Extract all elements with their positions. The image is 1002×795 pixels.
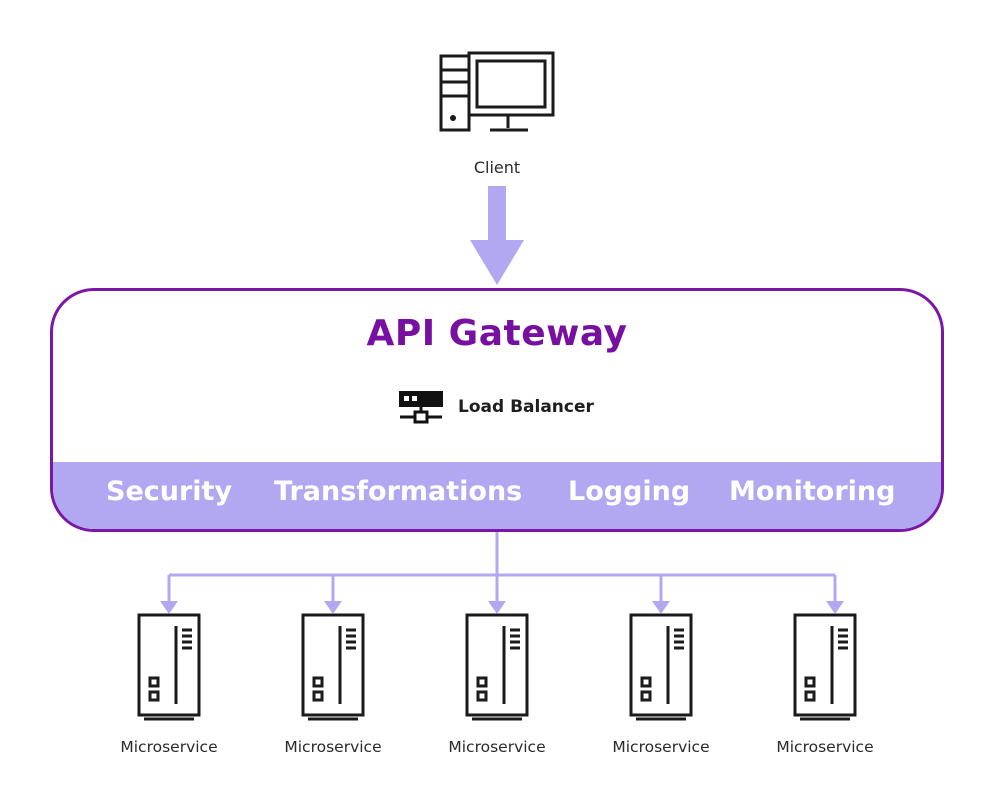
microservice-label: Microservice [120,738,218,756]
desktop-computer-icon [439,51,555,132]
microservice-label: Microservice [448,738,546,756]
microservice-label: Microservice [284,738,382,756]
gateway-features-bar: Security Transformations Logging Monitor… [53,462,941,529]
server-icon [793,613,857,721]
server-icon [301,613,365,721]
server-icon [137,613,201,721]
server-icon [465,613,529,721]
feature-transformations: Transformations [274,476,523,507]
gateway-to-services-connectors [167,532,837,605]
load-balancer-label: Load Balancer [458,397,594,417]
feature-logging: Logging [568,476,691,507]
gateway-title: API Gateway [366,313,628,354]
api-gateway-box: API Gateway Load Balancer Security Trans… [50,288,944,532]
server-icon [629,613,693,721]
microservice-label: Microservice [776,738,874,756]
client-label: Client [473,158,521,177]
microservice-label: Microservice [612,738,710,756]
load-balancer: Load Balancer [398,391,594,424]
feature-monitoring: Monitoring [729,476,896,507]
client-to-gateway-arrow [470,186,524,285]
load-balancer-icon [399,391,443,424]
feature-security: Security [106,476,233,507]
service-arrowheads [160,601,844,614]
